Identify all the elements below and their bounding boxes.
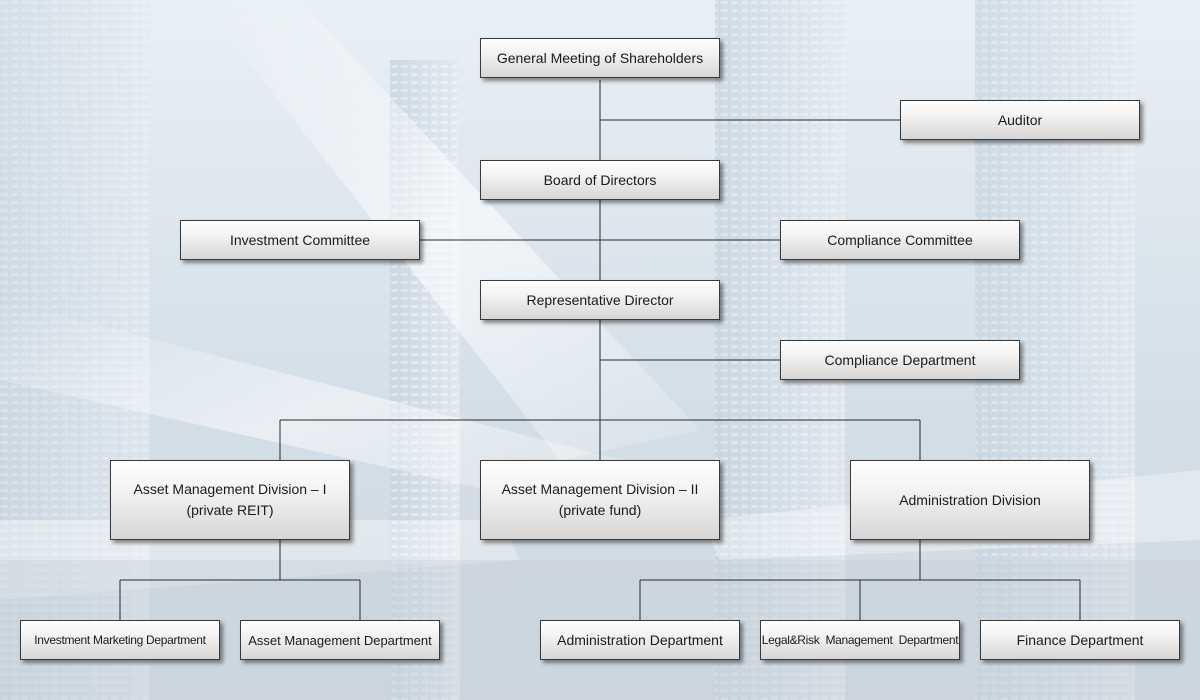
node-label: Investment Marketing Department xyxy=(34,632,206,647)
node-label: Auditor xyxy=(997,111,1043,128)
node-compliance-department: Compliance Department xyxy=(780,340,1020,380)
node-label: Administration Department xyxy=(557,631,723,648)
node-investment-committee: Investment Committee xyxy=(180,220,420,260)
node-label: Board of Directors xyxy=(543,171,657,188)
node-label-line1: Asset Management Division – II xyxy=(501,481,699,497)
node-administration-department: Administration Department xyxy=(540,620,740,660)
node-label: Representative Director xyxy=(526,291,674,308)
node-auditor: Auditor xyxy=(900,100,1140,140)
node-label: Compliance Department xyxy=(824,351,976,368)
node-compliance-committee: Compliance Committee xyxy=(780,220,1020,260)
node-shareholders: General Meeting of Shareholders xyxy=(480,38,720,78)
node-finance-department: Finance Department xyxy=(980,620,1180,660)
node-representative-director: Representative Director xyxy=(480,280,720,320)
node-label-line2: (private fund) xyxy=(558,502,642,518)
node-asset-management-division-1: Asset Management Division – I (private R… xyxy=(110,460,350,540)
node-asset-management-division-2: Asset Management Division – II (private … xyxy=(480,460,720,540)
node-label: Administration Division xyxy=(899,491,1041,508)
node-board-of-directors: Board of Directors xyxy=(480,160,720,200)
node-label-line2: (private REIT) xyxy=(186,502,274,518)
node-label: Legal&Risk Management Department xyxy=(761,632,959,647)
node-label-line1: Asset Management Division – I xyxy=(133,481,327,497)
node-investment-marketing-department: Investment Marketing Department xyxy=(20,620,220,660)
node-label: General Meeting of Shareholders xyxy=(496,49,704,66)
node-label: Investment Committee xyxy=(229,231,371,248)
node-label: Compliance Committee xyxy=(827,231,973,248)
node-label: Finance Department xyxy=(1016,631,1144,648)
node-label: Asset Management Department xyxy=(248,632,432,648)
node-legal-risk-management-department: Legal&Risk Management Department xyxy=(760,620,960,660)
node-administration-division: Administration Division xyxy=(850,460,1090,540)
node-asset-management-department: Asset Management Department xyxy=(240,620,440,660)
